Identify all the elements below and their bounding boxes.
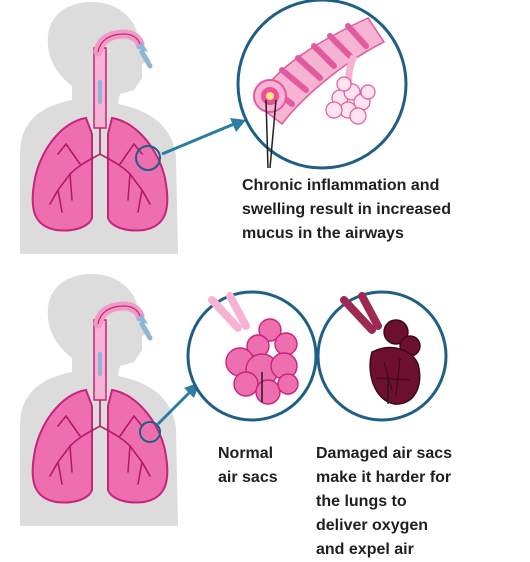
damaged-alveoli-icon xyxy=(369,319,421,405)
caption-line: air sacs xyxy=(218,469,278,486)
caption-line: the lungs to xyxy=(316,493,407,510)
caption-line: swelling result in increased xyxy=(242,201,451,218)
caption-line: make it harder for xyxy=(316,469,452,486)
top-lung-highlight-ring xyxy=(135,145,161,171)
inflamed-bronchus-icon xyxy=(253,17,386,126)
bronchitis-caption: Chronic inflammation and swelling result… xyxy=(242,174,451,246)
caption-line: and expel air xyxy=(316,541,414,558)
bottom-lung-highlight-ring xyxy=(139,421,161,443)
normal-air-sacs-caption: Normal air sacs xyxy=(218,442,278,490)
caption-line: Damaged air sacs xyxy=(316,445,453,462)
damaged-air-sacs-caption: Damaged air sacs make it harder for the … xyxy=(316,442,452,562)
damaged-air-sacs-circle xyxy=(316,290,448,422)
caption-line: deliver oxygen xyxy=(316,517,429,534)
normal-air-sacs-circle xyxy=(186,290,318,422)
top-pointer-arrow-icon xyxy=(161,118,246,156)
caption-line: mucus in the airways xyxy=(242,225,404,242)
bronchus-zoom-circle xyxy=(236,0,408,170)
caption-line: Normal xyxy=(218,445,274,462)
caption-line: Chronic inflammation and xyxy=(242,177,440,194)
